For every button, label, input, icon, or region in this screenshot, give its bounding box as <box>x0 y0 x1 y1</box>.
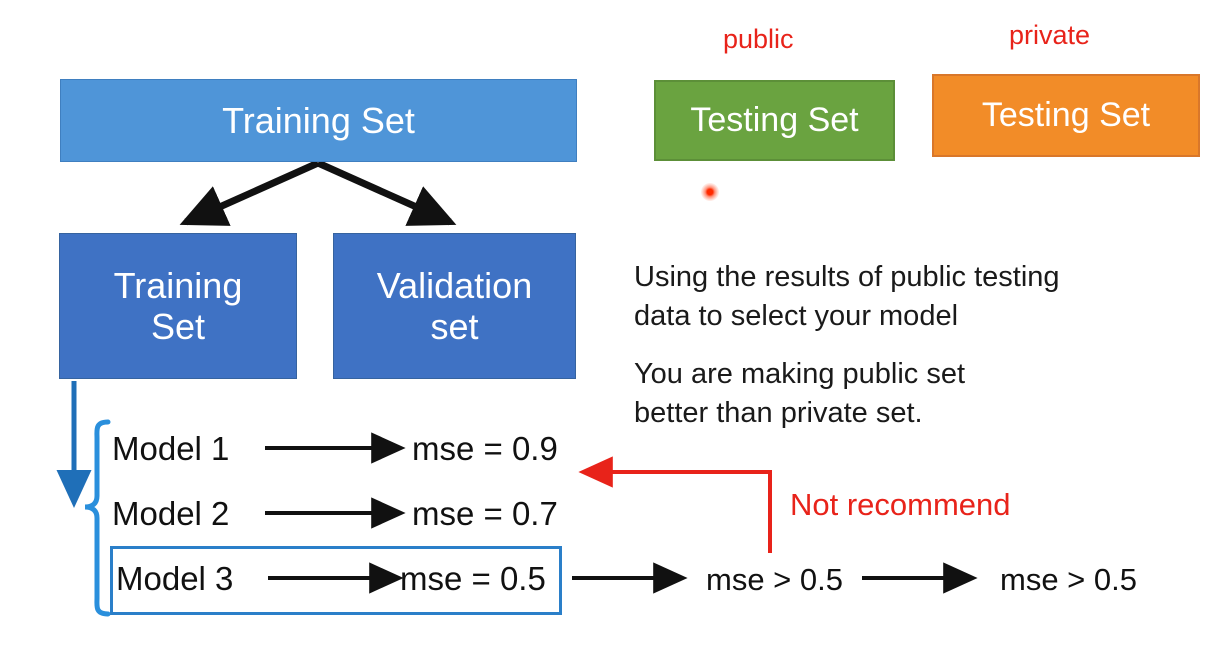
explanation-paragraph-2: You are making public set better than pr… <box>634 355 1214 433</box>
training-set-label: Training Set <box>222 99 415 141</box>
model-2-mse: mse = 0.7 <box>412 495 558 532</box>
laser-pointer-dot <box>701 183 719 201</box>
model-3-mse: mse = 0.5 <box>400 560 546 597</box>
explanation-line-4: better than private set. <box>634 397 923 429</box>
public-testing-set-box[interactable]: Testing Set <box>654 80 895 161</box>
training-subset-box[interactable]: Training Set <box>59 233 297 379</box>
private-tag: private <box>1009 20 1091 50</box>
private-testing-set-box[interactable]: Testing Set <box>932 74 1200 157</box>
model-1-mse: mse = 0.9 <box>412 430 558 467</box>
public-tag: public <box>723 24 794 54</box>
explanation-line-2: data to select your model <box>634 300 959 332</box>
public-testing-set-label: Testing Set <box>690 100 859 139</box>
validation-set-label-line1: Validation <box>376 264 533 306</box>
training-set-box[interactable]: Training Set <box>60 79 577 162</box>
split-arrow-right <box>316 159 457 226</box>
private-result-label: mse > 0.5 <box>1000 562 1137 597</box>
not-recommend-arrow <box>578 456 772 553</box>
split-arrow-left <box>179 159 320 226</box>
private-testing-set-label: Testing Set <box>981 95 1151 134</box>
explanation-paragraph-1: Using the results of public testing data… <box>634 258 1214 336</box>
validation-set-box[interactable]: Validation set <box>333 233 576 379</box>
explanation-line-1: Using the results of public testing <box>634 261 1060 293</box>
validation-set-label-line2: set <box>430 306 479 347</box>
selected-model-highlight <box>110 546 562 615</box>
explanation-line-3: You are making public set <box>634 358 966 390</box>
model-3-label: Model 3 <box>116 560 234 597</box>
model-1-label: Model 1 <box>112 430 230 467</box>
models-brace <box>84 419 111 617</box>
training-subset-label-line2: Set <box>150 306 206 347</box>
training-subset-label-line1: Training <box>113 264 243 306</box>
model-2-label: Model 2 <box>112 495 230 532</box>
public-result-label: mse > 0.5 <box>706 562 843 597</box>
not-recommend-label: Not recommend <box>790 487 1011 522</box>
